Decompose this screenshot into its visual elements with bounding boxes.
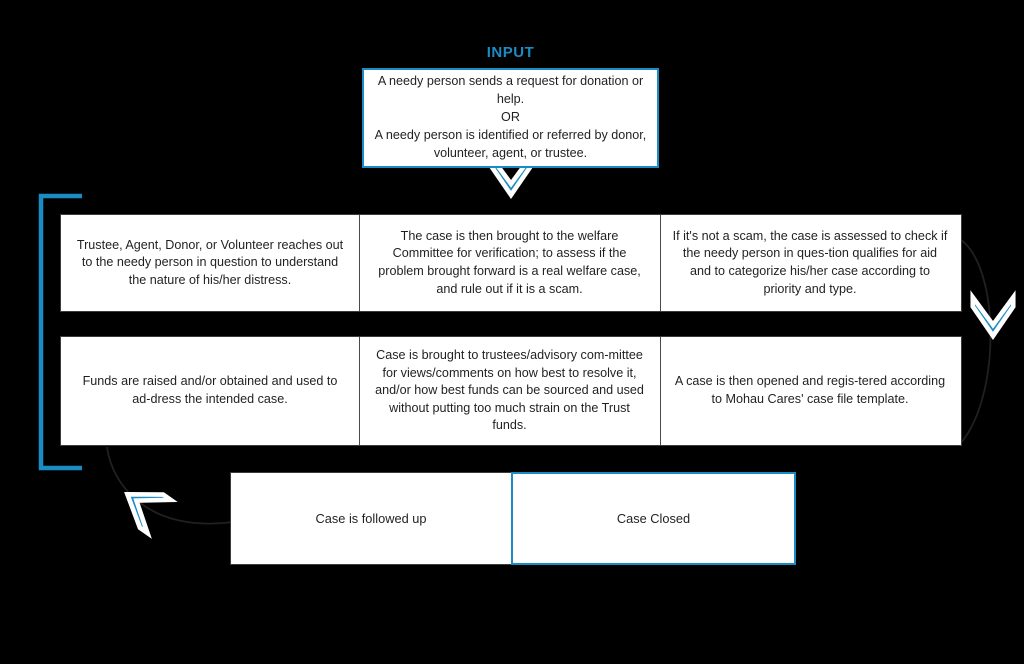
case-closed-box: Case Closed bbox=[511, 472, 796, 565]
row2-cell-1-text: Funds are raised and/or obtained and use… bbox=[82, 374, 338, 406]
row1-divider-1 bbox=[359, 215, 361, 311]
row1-cell-2: The case is then brought to the welfare … bbox=[359, 215, 660, 311]
case-followed-up-box: Case is followed up bbox=[230, 472, 511, 565]
row1-to-row2-right-curve bbox=[957, 237, 992, 445]
input-box-text: A needy person sends a request for donat… bbox=[374, 74, 647, 160]
input-label-text: INPUT bbox=[486, 44, 535, 61]
row1-divider-2 bbox=[660, 215, 662, 311]
row2-cell-3: A case is then opened and regis-tered ac… bbox=[660, 337, 960, 445]
case-followed-up-text: Case is followed up bbox=[315, 511, 427, 526]
row2-divider-1 bbox=[359, 337, 361, 445]
row2-cell-2-text: Case is brought to trustees/advisory com… bbox=[375, 347, 644, 433]
chevron-row2-to-row3 bbox=[116, 478, 171, 533]
row1-cell-2-text: The case is then brought to the welfare … bbox=[378, 228, 641, 296]
row2-cell-2: Case is brought to trustees/advisory com… bbox=[359, 337, 660, 445]
input-label: INPUT bbox=[362, 44, 659, 61]
case-closed-text: Case Closed bbox=[616, 511, 691, 526]
input-box: A needy person sends a request for donat… bbox=[362, 68, 659, 168]
row2-cell-3-text: A case is then opened and regis-tered ac… bbox=[674, 374, 946, 406]
row1-cell-1-text: Trustee, Agent, Donor, or Volunteer reac… bbox=[76, 237, 344, 287]
chevron-row1-to-row2 bbox=[973, 297, 1013, 336]
row2-cell-1: Funds are raised and/or obtained and use… bbox=[61, 337, 359, 445]
process-row-2: Funds are raised and/or obtained and use… bbox=[60, 336, 962, 446]
process-row-1: Trustee, Agent, Donor, or Volunteer reac… bbox=[60, 214, 962, 312]
process-row-3: Case is followed up Case Closed bbox=[230, 472, 796, 565]
row2-to-row3-left-curve bbox=[106, 446, 233, 525]
row1-cell-3-text: If it's not a scam, the case is assessed… bbox=[672, 228, 948, 296]
row1-cell-1: Trustee, Agent, Donor, or Volunteer reac… bbox=[61, 215, 359, 311]
row2-divider-2 bbox=[660, 337, 662, 445]
row1-cell-3: If it's not a scam, the case is assessed… bbox=[660, 215, 960, 311]
